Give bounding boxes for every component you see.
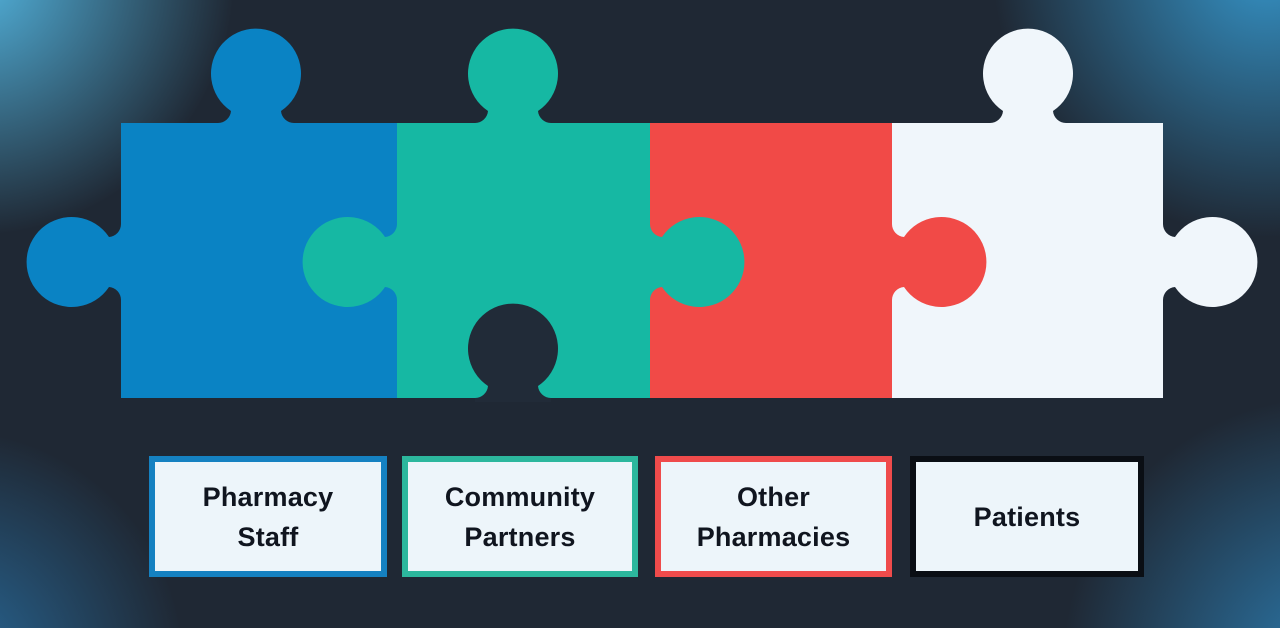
puzzle-piece-community-partners — [302, 28, 745, 398]
label-other-pharmacies: Other Pharmacies — [696, 481, 851, 552]
puzzle-piece-pharmacy-staff — [26, 28, 397, 398]
label-box-community-partners: Community Partners — [402, 456, 638, 577]
label-box-other-pharmacies: Other Pharmacies — [655, 456, 892, 577]
teal-bottom-socket — [467, 303, 558, 402]
label-box-pharmacy-staff: Pharmacy Staff — [149, 456, 387, 577]
label-community-partners: Community Partners — [444, 481, 596, 552]
puzzle-piece-other-pharmacies — [650, 123, 987, 398]
label-patients: Patients — [973, 501, 1081, 532]
label-pharmacy-staff: Pharmacy Staff — [202, 481, 334, 552]
label-box-patients: Patients — [910, 456, 1144, 577]
puzzle-piece-patients — [892, 28, 1258, 398]
